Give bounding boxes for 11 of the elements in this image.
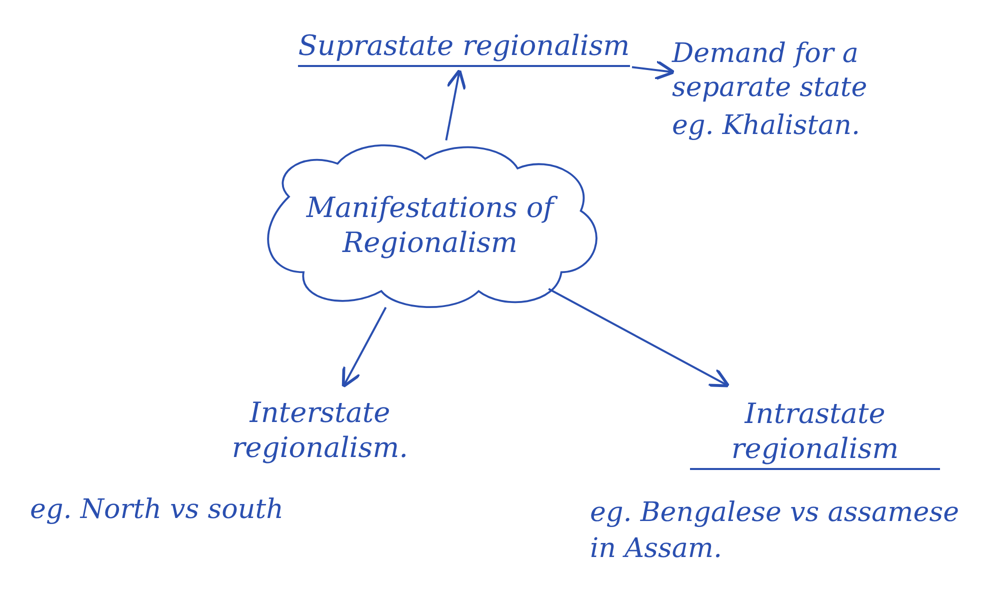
node-text: Intrastate regionalism xyxy=(690,396,940,470)
example-text: eg. Bengalese vs assamese in Assam. xyxy=(590,496,960,566)
arrow xyxy=(632,60,676,80)
arrow xyxy=(548,288,730,388)
node-text: eg. Khalistan. xyxy=(672,108,860,143)
node-text: Suprastate regionalism xyxy=(298,28,630,66)
node-text: Interstate regionalism. xyxy=(230,395,410,465)
node-text: Manifestations of Regionalism xyxy=(250,190,610,260)
arrow xyxy=(342,306,387,388)
example-text: eg. North vs south xyxy=(30,493,284,527)
arrow xyxy=(445,68,466,141)
